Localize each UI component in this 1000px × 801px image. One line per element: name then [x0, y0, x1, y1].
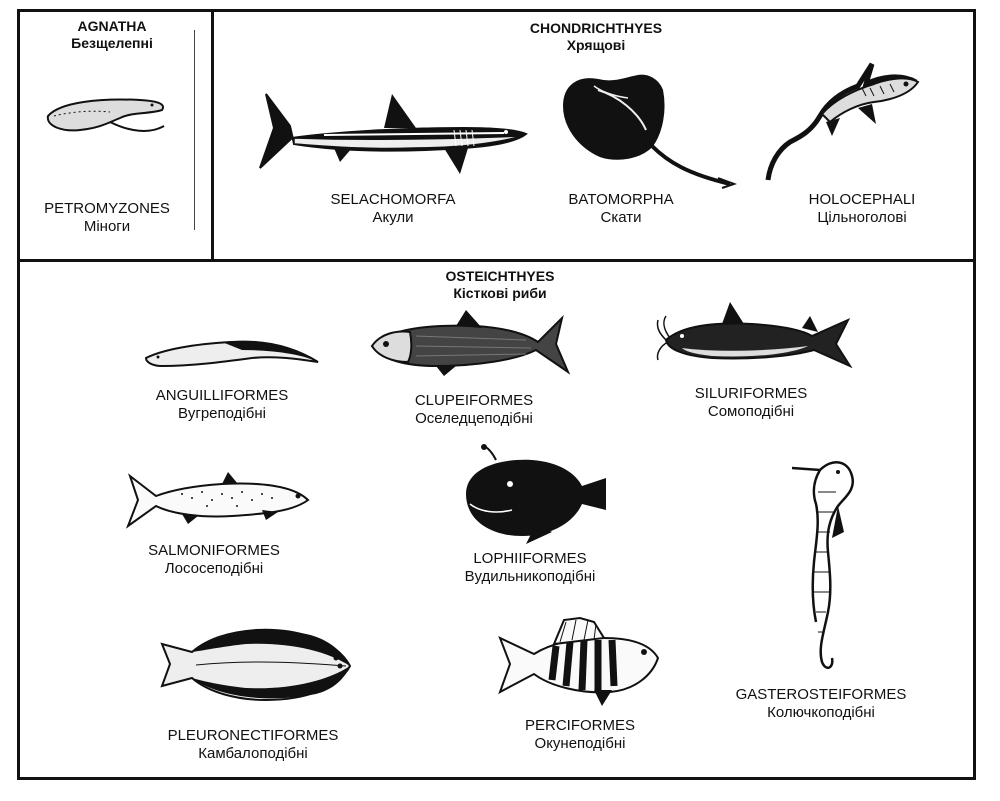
agnatha-heading: AGNATHA Безщелепні — [71, 18, 153, 52]
group-latin: ANGUILLIFORMES — [155, 387, 289, 404]
agnatha-title: AGNATHA — [77, 18, 147, 34]
group-gasterosteiformes: GASTEROSTEIFORMES Колючкоподібні — [736, 686, 907, 722]
group-common: Лососеподібні — [164, 560, 264, 577]
group-holocephali: HOLOCEPHALI Цільноголові — [809, 191, 916, 227]
eel-icon — [144, 340, 319, 368]
group-latin: SILURIFORMES — [694, 385, 808, 402]
group-common: Міноги — [83, 218, 131, 235]
group-common: Камбалоподібні — [198, 745, 308, 762]
group-clupeiformes: CLUPEIFORMES Оселедцеподібні — [415, 392, 533, 428]
group-common: Окунеподібні — [534, 735, 626, 752]
group-common: Цільноголові — [817, 209, 907, 226]
group-latin: LOPHIIFORMES — [473, 550, 587, 567]
group-latin: HOLOCEPHALI — [808, 191, 916, 208]
agnatha-subtitle: Безщелепні — [71, 35, 153, 51]
group-latin: BATOMORPHA — [568, 191, 674, 208]
perch-icon — [498, 616, 660, 706]
anglerfish-icon — [466, 444, 606, 544]
chondrichthyes-subtitle: Хрящові — [566, 37, 626, 53]
lamprey-icon — [46, 98, 165, 132]
seahorse-icon — [791, 461, 855, 670]
group-common: Вугреподібні — [178, 405, 266, 422]
flatfish-icon — [160, 628, 352, 702]
group-latin: SALMONIFORMES — [148, 542, 280, 559]
group-latin: CLUPEIFORMES — [414, 392, 534, 409]
group-salmoniformes: SALMONIFORMES Лососеподібні — [148, 542, 280, 578]
group-common: Оселедцеподібні — [415, 410, 533, 427]
group-selachomorfa: SELACHOMORFA Акули — [330, 191, 455, 227]
group-latin: GASTEROSTEIFORMES — [735, 686, 907, 703]
group-latin: PLEURONECTIFORMES — [167, 727, 339, 744]
section-divider-horizontal — [17, 259, 976, 262]
herring-icon — [370, 310, 571, 376]
osteichthyes-heading: OSTEICHTHYES Кісткові риби — [446, 268, 555, 302]
chondrichthyes-heading: CHONDRICHTHYES Хрящові — [530, 20, 662, 54]
group-perciformes: PERCIFORMES Окунеподібні — [525, 717, 635, 753]
diagram-border — [17, 9, 976, 780]
group-petromyzones: PETROMYZONES Міноги — [44, 200, 170, 236]
group-common: Сомоподібні — [707, 403, 795, 420]
group-pleuronectiformes: PLEURONECTIFORMES Камбалоподібні — [168, 727, 339, 763]
group-common: Скати — [600, 209, 642, 226]
osteichthyes-title: OSTEICHTHYES — [445, 268, 555, 284]
group-common: Вудильникоподібні — [464, 568, 596, 585]
salmon-icon — [125, 472, 310, 529]
group-common: Колючкоподібні — [767, 704, 875, 721]
group-batomorpha: BATOMORPHA Скати — [568, 191, 673, 227]
shark-icon — [259, 93, 528, 174]
group-anguilliformes: ANGUILLIFORMES Вугреподібні — [156, 387, 289, 423]
catfish-icon — [656, 302, 853, 369]
chondrichthyes-title: CHONDRICHTHYES — [529, 20, 663, 36]
ray-icon — [562, 74, 737, 189]
group-siluriformes: SILURIFORMES Сомоподібні — [695, 385, 808, 421]
osteichthyes-subtitle: Кісткові риби — [453, 285, 547, 301]
chimaera-icon — [765, 62, 920, 181]
agnatha-inner-line — [194, 30, 195, 230]
group-common: Акули — [372, 209, 414, 226]
group-latin: PERCIFORMES — [524, 717, 636, 734]
section-divider-vertical — [211, 9, 214, 261]
group-latin: SELACHOMORFA — [330, 191, 456, 208]
group-lophiiformes: LOPHIIFORMES Вудильникоподібні — [465, 550, 596, 586]
group-latin: PETROMYZONES — [44, 200, 170, 217]
